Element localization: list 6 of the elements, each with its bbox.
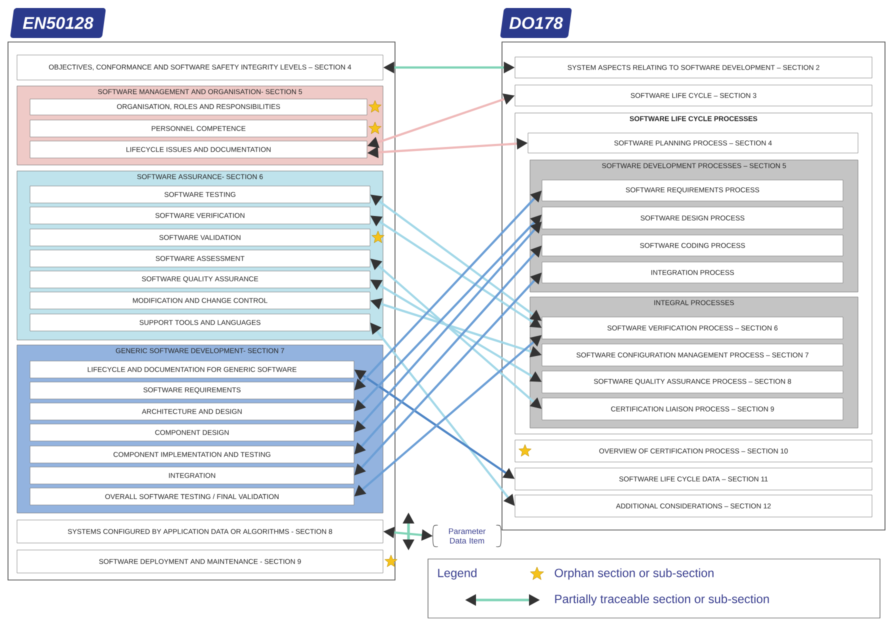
legend-text: Partially traceable section or sub-section: [555, 594, 769, 606]
legend-text: Orphan section or sub-section: [554, 568, 714, 580]
node-label: DO178: [509, 16, 563, 30]
legend-title: Legend: [438, 568, 476, 580]
node-label: EN50128: [22, 16, 94, 30]
bare-text: Parameter Data Item: [449, 528, 486, 544]
